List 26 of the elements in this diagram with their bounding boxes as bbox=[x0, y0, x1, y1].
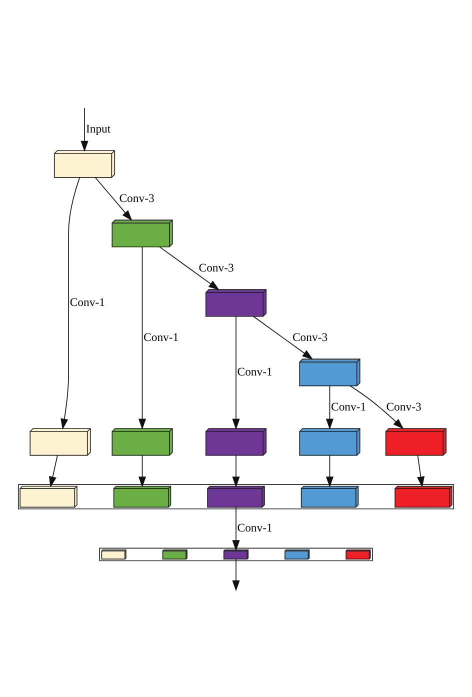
arrow bbox=[326, 454, 334, 487]
edge-label: Conv-1 bbox=[144, 330, 179, 344]
arrow bbox=[49, 454, 58, 487]
arrow bbox=[138, 454, 146, 487]
arrow bbox=[138, 246, 146, 430]
edge-label: Input bbox=[86, 122, 111, 135]
edge-label: Conv-3 bbox=[292, 330, 328, 344]
arrow bbox=[350, 384, 404, 429]
edge-label: Conv-3 bbox=[198, 260, 234, 274]
arrow bbox=[159, 246, 220, 290]
arrow bbox=[416, 454, 425, 487]
edge-label: Conv-1 bbox=[70, 296, 105, 309]
arrow bbox=[94, 176, 132, 220]
edge-label: Conv-1 bbox=[237, 521, 272, 534]
arrow bbox=[232, 316, 240, 430]
edge-label: Conv-3 bbox=[386, 400, 422, 413]
edge-label: Conv-1 bbox=[331, 400, 366, 413]
arrow bbox=[232, 454, 240, 487]
arrow bbox=[253, 315, 314, 360]
edge-label: Conv-1 bbox=[237, 365, 272, 378]
arrow bbox=[326, 385, 334, 430]
edge-label: Conv-3 bbox=[119, 191, 154, 204]
arrow bbox=[80, 107, 88, 152]
arrow bbox=[232, 558, 240, 591]
arrow bbox=[60, 176, 80, 430]
arrow bbox=[232, 506, 240, 551]
